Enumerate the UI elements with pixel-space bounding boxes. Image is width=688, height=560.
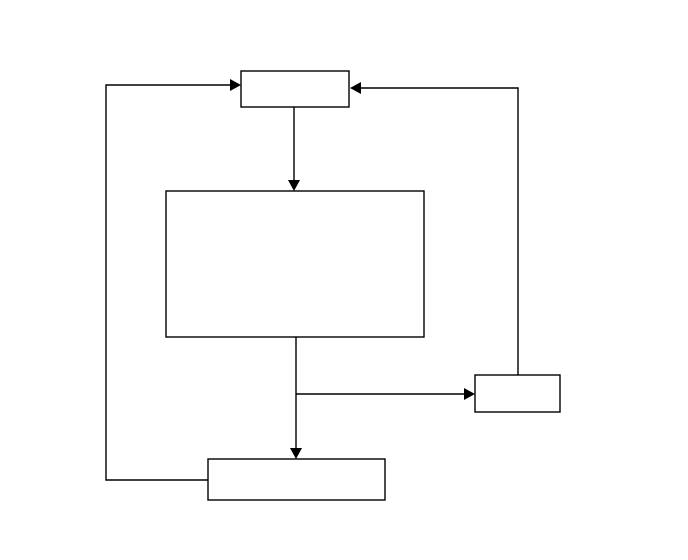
connectors (105, 79, 519, 481)
arrowhead-right-box (464, 388, 475, 400)
top-box (240, 70, 350, 108)
right-box (474, 374, 561, 413)
arrowhead-top-box-right (350, 82, 361, 94)
arrowhead-top-box-left (230, 79, 241, 91)
arrowhead-center-box (288, 180, 300, 191)
arrowhead-bottom-box (290, 448, 302, 459)
center-box (165, 190, 425, 338)
edge-bottom-to-top (105, 84, 231, 481)
edge-right-to-top (360, 87, 519, 375)
bottom-box (207, 458, 386, 501)
